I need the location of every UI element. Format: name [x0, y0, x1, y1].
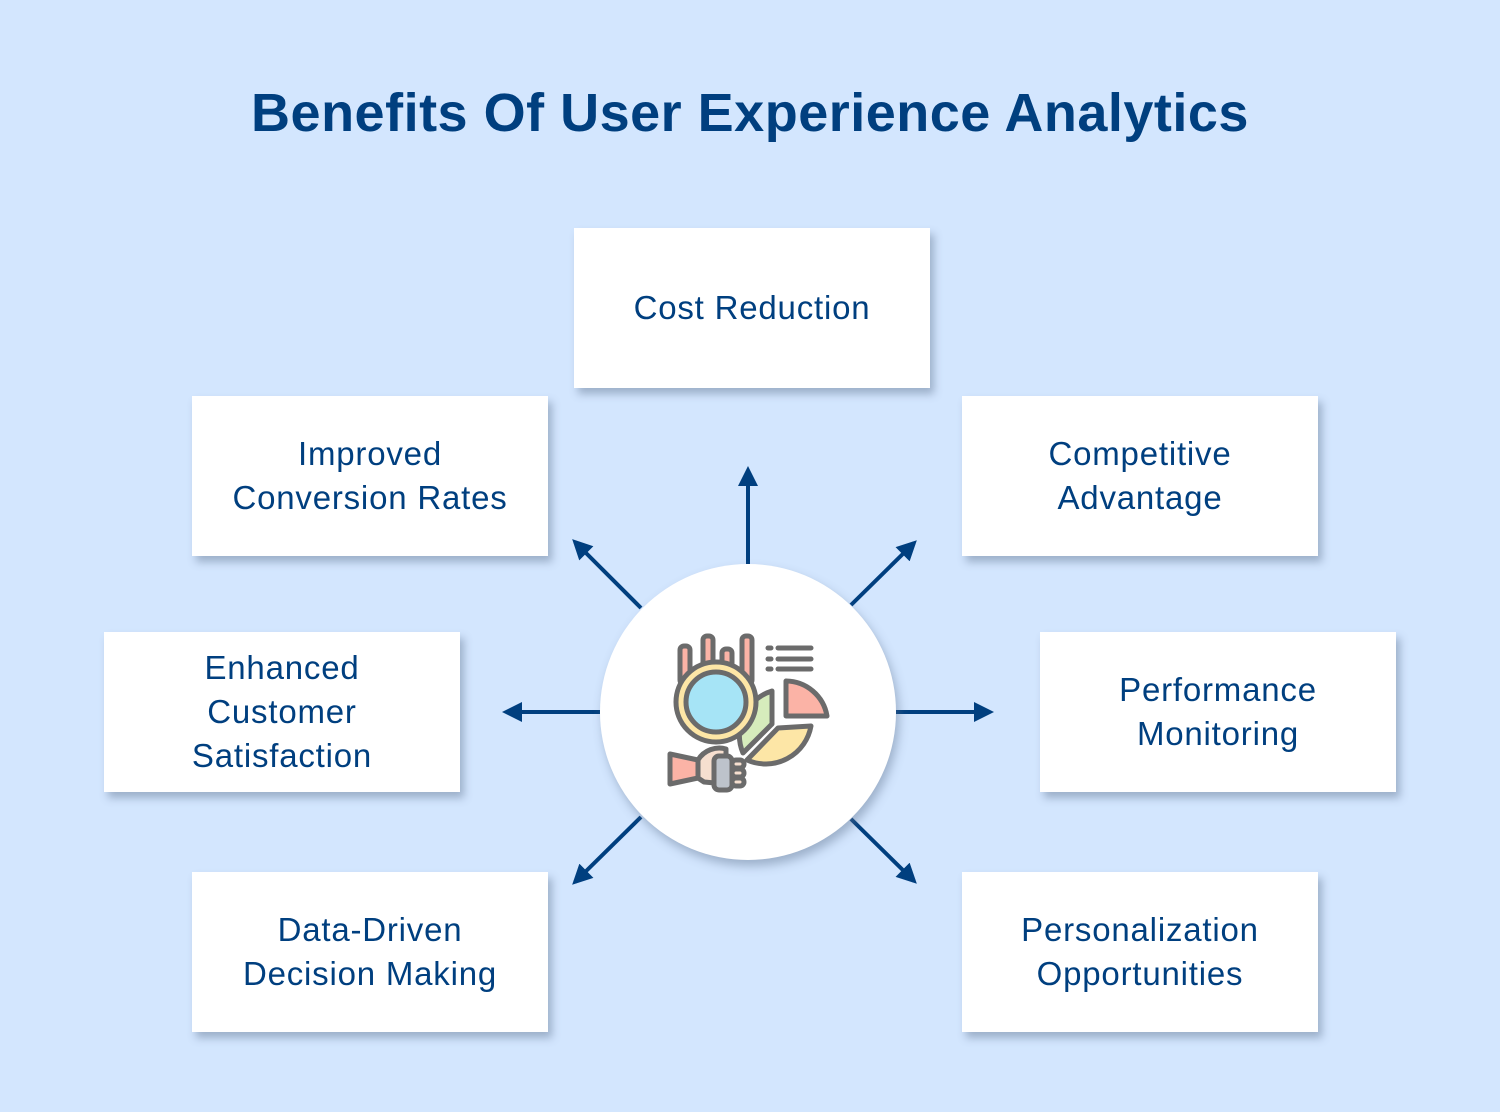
benefit-label: Competitive Advantage	[1048, 435, 1232, 516]
benefit-card-competitive-advantage: Competitive Advantage	[962, 396, 1318, 556]
benefit-card-performance-monitoring: Performance Monitoring	[1040, 632, 1396, 792]
arrow-up-right	[849, 540, 917, 607]
benefit-label: Cost Reduction	[633, 289, 871, 326]
benefit-card-personalization-opportunities: Personalization Opportunities	[962, 872, 1318, 1032]
arrow-down-right	[849, 817, 917, 884]
benefit-label: Performance Monitoring	[1119, 671, 1317, 752]
benefit-label: Enhanced Customer Satisfaction	[191, 649, 373, 774]
arrow-up-left	[572, 539, 643, 610]
data-analytics-magnifier-icon	[667, 633, 830, 793]
benefit-card-data-driven-decision-making: Data-Driven Decision Making	[192, 872, 548, 1032]
hub-circle	[600, 564, 896, 860]
benefit-label: Improved Conversion Rates	[232, 435, 508, 516]
benefit-card-enhanced-customer-satisfaction: Enhanced Customer Satisfaction	[104, 632, 460, 792]
benefit-card-cost-reduction: Cost Reduction	[574, 228, 930, 388]
arrow-down-left	[572, 815, 643, 885]
benefit-label: Personalization Opportunities	[1021, 911, 1259, 992]
benefit-card-improved-conversion-rates: Improved Conversion Rates	[192, 396, 548, 556]
benefit-label: Data-Driven Decision Making	[242, 911, 498, 992]
page-title: Benefits Of User Experience Analytics	[251, 83, 1249, 143]
